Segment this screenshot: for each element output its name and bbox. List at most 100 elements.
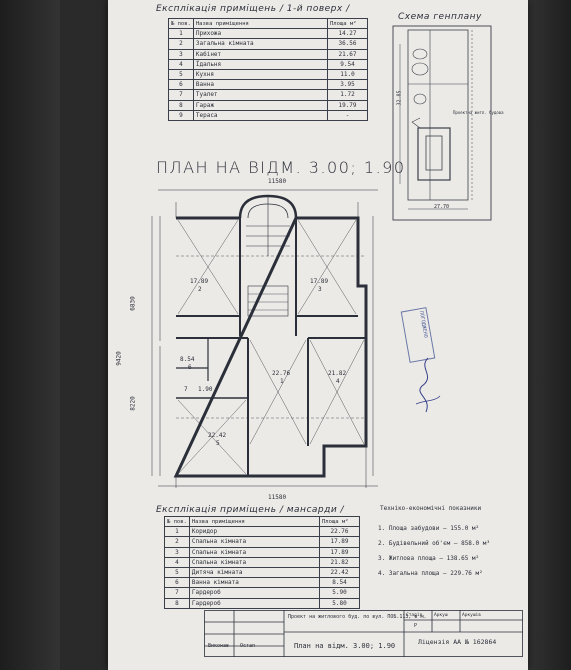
- room-number-3: 3: [318, 286, 322, 293]
- room-number-2: 2: [198, 286, 202, 293]
- site-plan-label: Проектна житл. будова: [453, 110, 504, 115]
- tech-title: Техніко-економічні показники: [380, 505, 482, 512]
- tech-item-2: 2. Будівельний об'єм – 858.0 м³: [378, 540, 490, 547]
- table-header-row: № пов. Назва приміщення Площа м²: [164, 515, 360, 528]
- row-area: 22.76: [319, 526, 360, 538]
- room-area-1: 22.76: [272, 370, 291, 377]
- row-number: 8: [164, 597, 190, 609]
- row-area: 5.80: [319, 597, 360, 609]
- col-header-name: Назва приміщення: [188, 515, 321, 528]
- site-plan-title: Схема генплану: [398, 12, 482, 22]
- row-area: 19.79: [327, 99, 368, 111]
- tech-item-1: 1. Площа забудови – 155.0 м²: [378, 525, 480, 532]
- row-area: 5.90: [319, 587, 360, 599]
- row-number: 9: [168, 109, 194, 121]
- row-number: 6: [164, 577, 190, 589]
- row-name: Гараж: [192, 99, 329, 111]
- room-area-6: 8.54: [180, 356, 195, 363]
- plan-dim-left-total: 9420: [115, 351, 123, 366]
- title-block-stage-value: Р: [414, 623, 418, 629]
- title-block-license: Ліцензія АА № 162864: [418, 638, 497, 646]
- row-number: 2: [164, 536, 190, 548]
- row-area: 3.95: [327, 79, 368, 91]
- room-number-1: 1: [280, 378, 284, 385]
- plan-dim-left-a: 6830: [129, 296, 137, 311]
- floor-plan-drawing: [151, 189, 378, 488]
- row-name: Туалет: [192, 89, 329, 101]
- row-name: Кухня: [192, 68, 329, 81]
- title-block-author-name: Остап: [240, 643, 256, 649]
- room-area-2: 17.89: [190, 278, 209, 285]
- site-plan-dim-bottom: 27.70: [434, 204, 450, 210]
- row-number: 3: [168, 48, 194, 60]
- title-block-sheets-label: Аркушів: [462, 613, 481, 618]
- row-area: 21.82: [319, 556, 360, 568]
- row-name: Ванна кімната: [188, 577, 321, 589]
- plan-dim-bottom: 11580: [268, 494, 287, 501]
- tech-item-3: 3. Житлова площа – 138.65 м²: [378, 555, 480, 562]
- row-number: 3: [164, 546, 190, 558]
- row-area: 17.89: [319, 536, 360, 548]
- col-header-area: Площа м²: [319, 515, 360, 528]
- stamp-text: ПОГОДЖЕНО: [417, 310, 429, 339]
- row-area: -: [327, 109, 368, 121]
- room-number-4: 4: [336, 378, 340, 385]
- room-number-7: 7: [184, 386, 188, 393]
- row-area: 1.72: [327, 89, 368, 101]
- col-header-name: Назва приміщення: [192, 17, 329, 30]
- plan-dim-left-b: 8220: [129, 396, 137, 411]
- room-area-3: 17.89: [310, 278, 329, 285]
- row-name: Дитяча кімната: [188, 566, 321, 579]
- row-area: 22.42: [319, 566, 360, 579]
- bottom-table-title: Експлікація приміщень / мансарди /: [156, 505, 345, 515]
- tech-item-4: 4. Загальна площа – 229.76 м²: [378, 570, 483, 577]
- top-table-title: Експлікація приміщень / 1-й поверх /: [156, 4, 350, 14]
- document-sheet: Експлікація приміщень / 1-й поверх / № п…: [108, 0, 528, 670]
- row-area: 17.89: [319, 546, 360, 558]
- row-name: Кабінет: [192, 48, 329, 60]
- row-number: 4: [164, 556, 190, 568]
- row-area: 11.0: [327, 68, 368, 81]
- table-header-row: № пов. Назва приміщення Площа м²: [168, 17, 368, 30]
- title-block-sheet-label: Аркуш: [434, 613, 448, 618]
- row-name: Гардероб: [188, 597, 321, 609]
- row-name: Прихожа: [192, 28, 329, 40]
- room-area-5: 22.42: [208, 432, 227, 439]
- title-block-frame: [204, 610, 523, 657]
- row-number: 5: [168, 68, 194, 81]
- row-area: 21.67: [327, 48, 368, 60]
- row-number: 6: [168, 79, 194, 91]
- room-area-7: 1.90: [198, 386, 213, 393]
- room-area-4: 21.82: [328, 370, 347, 377]
- title-block-stage-label: Стадія: [406, 613, 423, 618]
- row-area: 14.27: [327, 28, 368, 40]
- row-name: Спальна кімната: [188, 536, 321, 548]
- plan-dim-top: 11580: [268, 178, 287, 185]
- background-left: [0, 0, 60, 670]
- col-header-number: № пов.: [168, 17, 194, 30]
- title-block-sheet-title: План на відм. 3.00; 1.90: [294, 642, 396, 650]
- row-number: 1: [168, 28, 194, 40]
- signature: [415, 357, 441, 413]
- row-number: 5: [164, 566, 190, 579]
- row-number: 2: [168, 38, 194, 50]
- row-area: 9.54: [327, 58, 368, 70]
- row-number: 7: [164, 587, 190, 599]
- site-plan-drawing: [392, 25, 492, 221]
- site-plan-dim-vertical: 32.85: [396, 90, 403, 106]
- title-block-project: Проект на житлового буд. по вул. ПОБ.113…: [288, 614, 427, 620]
